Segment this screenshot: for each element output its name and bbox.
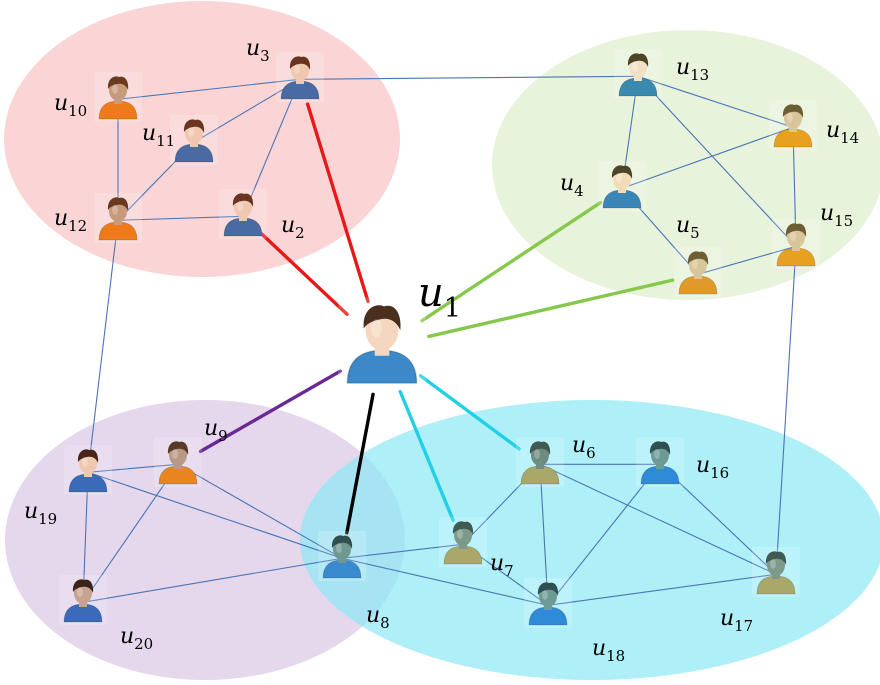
user-label-u17: u17 (720, 606, 753, 635)
link-u1-u5 (427, 278, 675, 339)
link-u1-u4 (420, 200, 603, 323)
link-u13-u14 (637, 75, 794, 128)
users-layer (59, 49, 820, 628)
link-u1-u3 (305, 102, 370, 304)
link-u9-u8 (177, 463, 343, 559)
link-u3-u13 (299, 75, 639, 80)
link-u1-u2 (260, 232, 349, 316)
link-u6-u17 (539, 463, 777, 575)
link-u18-u17 (547, 573, 777, 606)
user-icon-u16 (636, 437, 684, 487)
user-icon-u7 (439, 517, 487, 567)
user-icon-u6 (516, 437, 564, 487)
link-u9-u20 (82, 463, 179, 603)
link-u12-u2 (117, 215, 244, 221)
user-icon-u17 (752, 547, 800, 597)
user-icon-u8 (318, 531, 366, 581)
user-icon-u14 (769, 100, 817, 150)
link-u1-u8 (345, 392, 375, 535)
user-label-u16: u16 (696, 453, 729, 482)
links-layer (82, 75, 797, 606)
user-icon-u12 (94, 193, 142, 243)
user-icon-u9 (154, 437, 202, 487)
user-label-u18: u18 (592, 636, 625, 665)
link-u11-u3 (193, 78, 301, 143)
user-icon-u11 (170, 115, 218, 165)
user-label-u12: u12 (54, 206, 87, 235)
link-u1-u9 (198, 369, 343, 454)
link-u2-u3 (242, 78, 301, 217)
user-label-u1: u1 (418, 270, 461, 324)
user-label-u13: u13 (676, 55, 709, 84)
user-label-u10: u10 (54, 91, 87, 120)
community-purple (5, 400, 405, 680)
user-icon-u18 (524, 578, 572, 628)
user-label-u3: u3 (246, 36, 270, 65)
user-icon-u10 (94, 72, 142, 122)
link-u8-u7 (341, 543, 464, 559)
user-label-u15: u15 (820, 201, 853, 230)
link-u19-u9 (87, 463, 179, 473)
user-label-u5: u5 (676, 213, 700, 242)
user-label-u9: u9 (204, 416, 228, 445)
link-u16-u17 (659, 463, 777, 575)
link-u5-u15 (697, 245, 797, 275)
link-u19-u8 (87, 471, 343, 559)
user-label-u14: u14 (826, 118, 859, 147)
link-u6-u18 (539, 463, 549, 606)
user-icon-u4 (598, 161, 646, 211)
link-u10-u3 (117, 78, 301, 100)
user-icon-u2 (219, 189, 267, 239)
community-cyan (300, 400, 880, 680)
user-icon-u5 (674, 247, 722, 297)
user-label-u8: u8 (366, 603, 390, 632)
link-u1-u6 (418, 374, 521, 451)
user-label-u7: u7 (490, 551, 514, 580)
link-u1-u7 (398, 389, 455, 522)
user-icon-u1 (338, 297, 426, 389)
link-u8-u18 (341, 557, 549, 606)
labels-layer: u1 u2 u3 u4 u5 u6 u7 u8 u9 u10 u11 u12 u13 u14 u15 u16 u… (24, 36, 859, 665)
link-u14-u4 (621, 126, 794, 189)
user-label-u20: u20 (120, 624, 153, 653)
user-label-u19: u19 (24, 499, 57, 528)
link-u16-u18 (547, 463, 661, 606)
user-icon-u19 (64, 445, 112, 495)
user-label-u6: u6 (572, 433, 596, 462)
link-u13-u15 (637, 75, 797, 247)
user-icon-u3 (276, 52, 324, 102)
user-icon-u13 (614, 49, 662, 99)
user-icon-u15 (772, 219, 820, 269)
user-label-u4: u4 (560, 171, 584, 200)
link-u20-u8 (82, 557, 343, 603)
user-icon-u20 (59, 575, 107, 625)
link-u15-u17 (775, 245, 797, 575)
user-label-u11: u11 (142, 121, 175, 150)
link-u12-u19 (87, 219, 119, 473)
user-label-u2: u2 (281, 213, 305, 242)
